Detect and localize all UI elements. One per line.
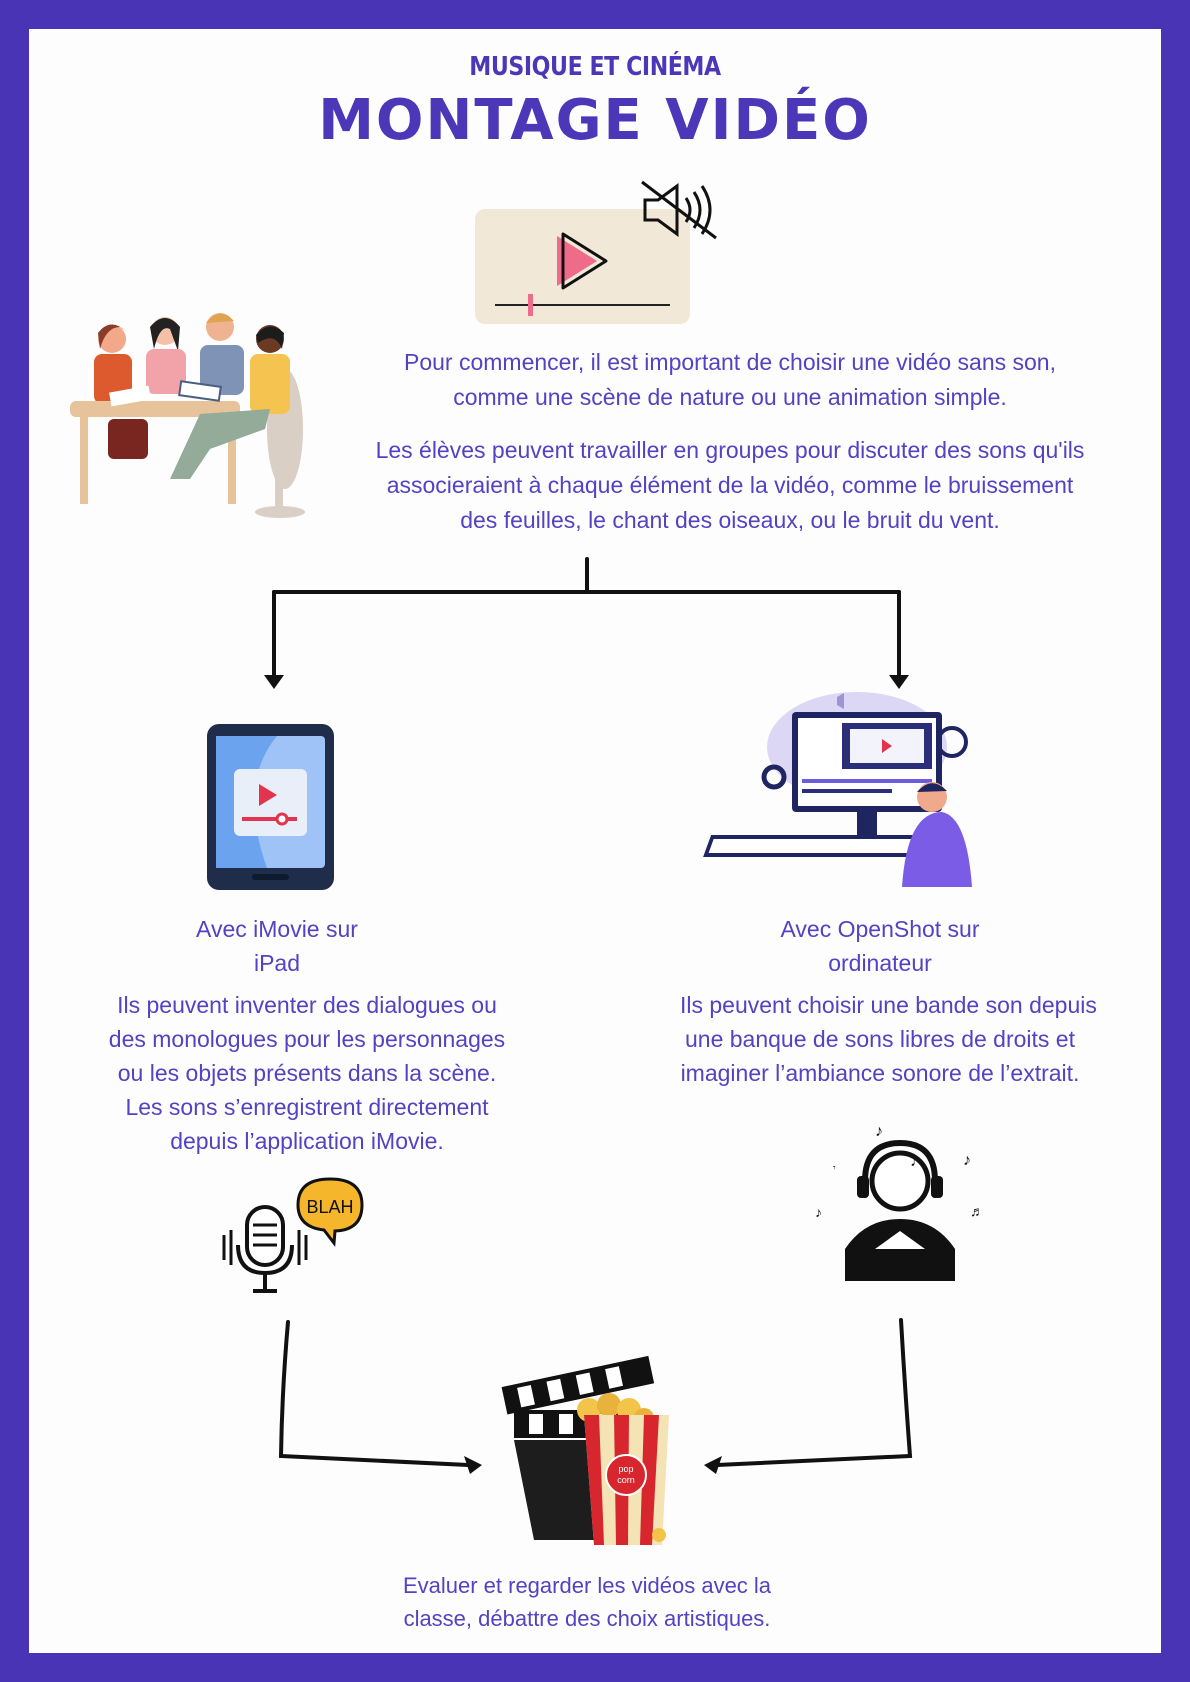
intro-para2-line-2: associeraient à chaque élément de la vid… (386, 472, 1074, 498)
headphones-listener-icon: ♪ ♩ ♪ ♪ ♬ 𝄾 (815, 1123, 984, 1281)
openshot-body-2: une banque de sons libres de droits et (685, 1026, 1075, 1052)
conclusion-line-2: classe, débattre des choix artistiques. (403, 1606, 771, 1631)
imovie-body-1: Ils peuvent inventer des dialogues ou (117, 992, 497, 1018)
intro-line-1: Pour commencer, il est important de choi… (404, 349, 1056, 375)
svg-text:♩: ♩ (910, 1153, 926, 1170)
mute-speaker-icon (641, 180, 717, 240)
svg-text:pop: pop (618, 1464, 633, 1474)
svg-text:♪: ♪ (875, 1123, 883, 1140)
svg-text:♪: ♪ (815, 1204, 822, 1220)
page-title: MONTAGE VIDÉO (318, 88, 872, 153)
microphone-icon (222, 1205, 308, 1293)
openshot-body-3: imaginer l’ambiance sonore de l’extrait. (680, 1060, 1080, 1086)
intro-para2-line-1: Les élèves peuvent travailler en groupes… (375, 437, 1085, 463)
svg-text:♪: ♪ (963, 1152, 971, 1169)
video-player-illustration (475, 209, 690, 324)
intro-line-2: comme une scène de nature ou une animati… (453, 384, 1007, 410)
ipad-tablet-icon (207, 724, 334, 890)
clapperboard-popcorn-icon: pop corn (501, 1355, 669, 1545)
openshot-heading-line-1: Avec OpenShot sur (780, 916, 980, 942)
subtitle: MUSIQUE ET CINÉMA (469, 52, 721, 82)
openshot-body-1: Ils peuvent choisir une bande son depuis (680, 992, 1097, 1018)
svg-text:𝄾: 𝄾 (833, 1163, 836, 1174)
imovie-heading-line-2: iPad (253, 950, 301, 976)
imovie-heading-line-1: Avec iMovie sur (196, 916, 358, 942)
conclusion-line-1: Evaluer et regarder les vidéos avec la (402, 1573, 772, 1598)
bubble-text: BLAH (306, 1197, 353, 1217)
imovie-body-2: des monologues pour les personnages (108, 1026, 506, 1052)
svg-text:corn: corn (617, 1475, 635, 1485)
video-editing-computer-illustration (703, 692, 972, 887)
imovie-body-3: ou les objets présents dans la scène. (117, 1060, 497, 1086)
openshot-heading-line-2: ordinateur (828, 950, 932, 976)
students-group-illustration (70, 313, 305, 518)
svg-text:♬: ♬ (970, 1203, 984, 1219)
imovie-body-4: Les sons s’enregistrent directement (125, 1094, 489, 1120)
imovie-body-5: depuis l’application iMovie. (170, 1128, 444, 1154)
intro-para2-line-3: des feuilles, le chant des oiseaux, ou l… (460, 507, 1000, 533)
speech-bubble-icon: BLAH (296, 1177, 364, 1247)
